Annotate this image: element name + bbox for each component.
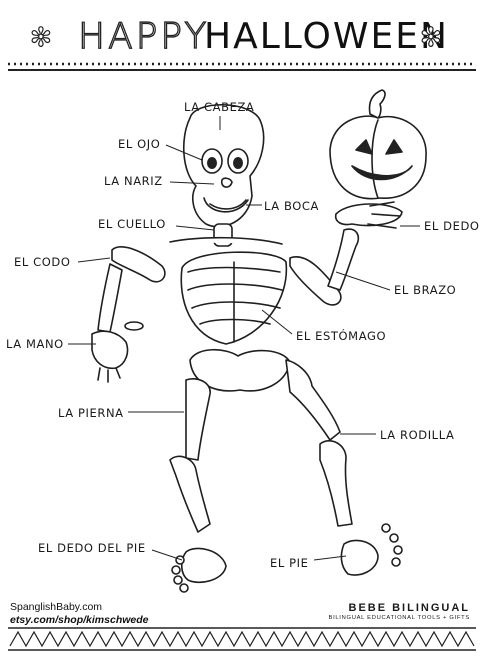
label-la-rodilla: LA RODILLA xyxy=(380,428,455,442)
collarbone xyxy=(169,236,283,245)
label-la-mano: LA MANO xyxy=(6,337,64,351)
foot-left xyxy=(180,547,227,584)
star-left-icon: ✻ xyxy=(29,21,52,52)
pumpkin-stem xyxy=(368,89,386,119)
label-el-cuello: EL CUELLO xyxy=(98,217,166,231)
label-el-dedo-del-pie: EL DEDO DEL PIE xyxy=(38,541,146,555)
foot-right xyxy=(340,539,379,576)
hand-right xyxy=(334,203,403,227)
brand-name: BEBE BILINGUAL xyxy=(348,602,470,614)
label-la-pierna: LA PIERNA xyxy=(58,406,124,420)
star-right-icon: ✻ xyxy=(419,21,442,52)
jaw xyxy=(203,197,249,213)
skull xyxy=(182,103,265,228)
upper-arm-left xyxy=(111,246,166,283)
label-la-boca: LA BOCA xyxy=(264,199,320,213)
label-la-nariz: LA NARIZ xyxy=(104,174,163,188)
triangle-border xyxy=(9,630,475,648)
footer-shop: etsy.com/shop/kimschwede xyxy=(10,614,149,626)
label-el-dedo: EL DEDO xyxy=(424,219,480,233)
label-la-cabeza: LA CABEZA xyxy=(184,100,255,114)
label-el-ojo: EL OJO xyxy=(118,137,161,151)
brand-block: BEBE BILINGUAL BILINGUAL EDUCATIONAL TOO… xyxy=(329,602,471,621)
brand-tagline: BILINGUAL EDUCATIONAL TOOLS + GIFTS xyxy=(328,615,470,621)
tibia-left xyxy=(169,455,211,533)
label-el-codo: EL CODO xyxy=(14,255,71,269)
hand-left xyxy=(91,330,129,370)
pumpkin xyxy=(329,115,427,200)
femur-left xyxy=(185,378,211,461)
nose xyxy=(220,177,233,188)
footer-credits: SpanglishBaby.com etsy.com/shop/kimschwe… xyxy=(10,601,149,627)
forearm-right xyxy=(327,228,360,291)
tibia-right xyxy=(319,440,353,527)
title-happy: HAPPY xyxy=(77,15,210,57)
label-el-pie: EL PIE xyxy=(270,556,309,570)
label-el-estomago: EL ESTÓMAGO xyxy=(296,329,387,343)
femur-right xyxy=(285,359,341,441)
upper-arm-right xyxy=(289,256,342,306)
label-el-brazo: EL BRAZO xyxy=(394,283,457,297)
footer-site: SpanglishBaby.com xyxy=(10,601,103,613)
title-halloween: HALLOWEEN xyxy=(204,16,449,57)
forearm-left xyxy=(97,263,123,333)
